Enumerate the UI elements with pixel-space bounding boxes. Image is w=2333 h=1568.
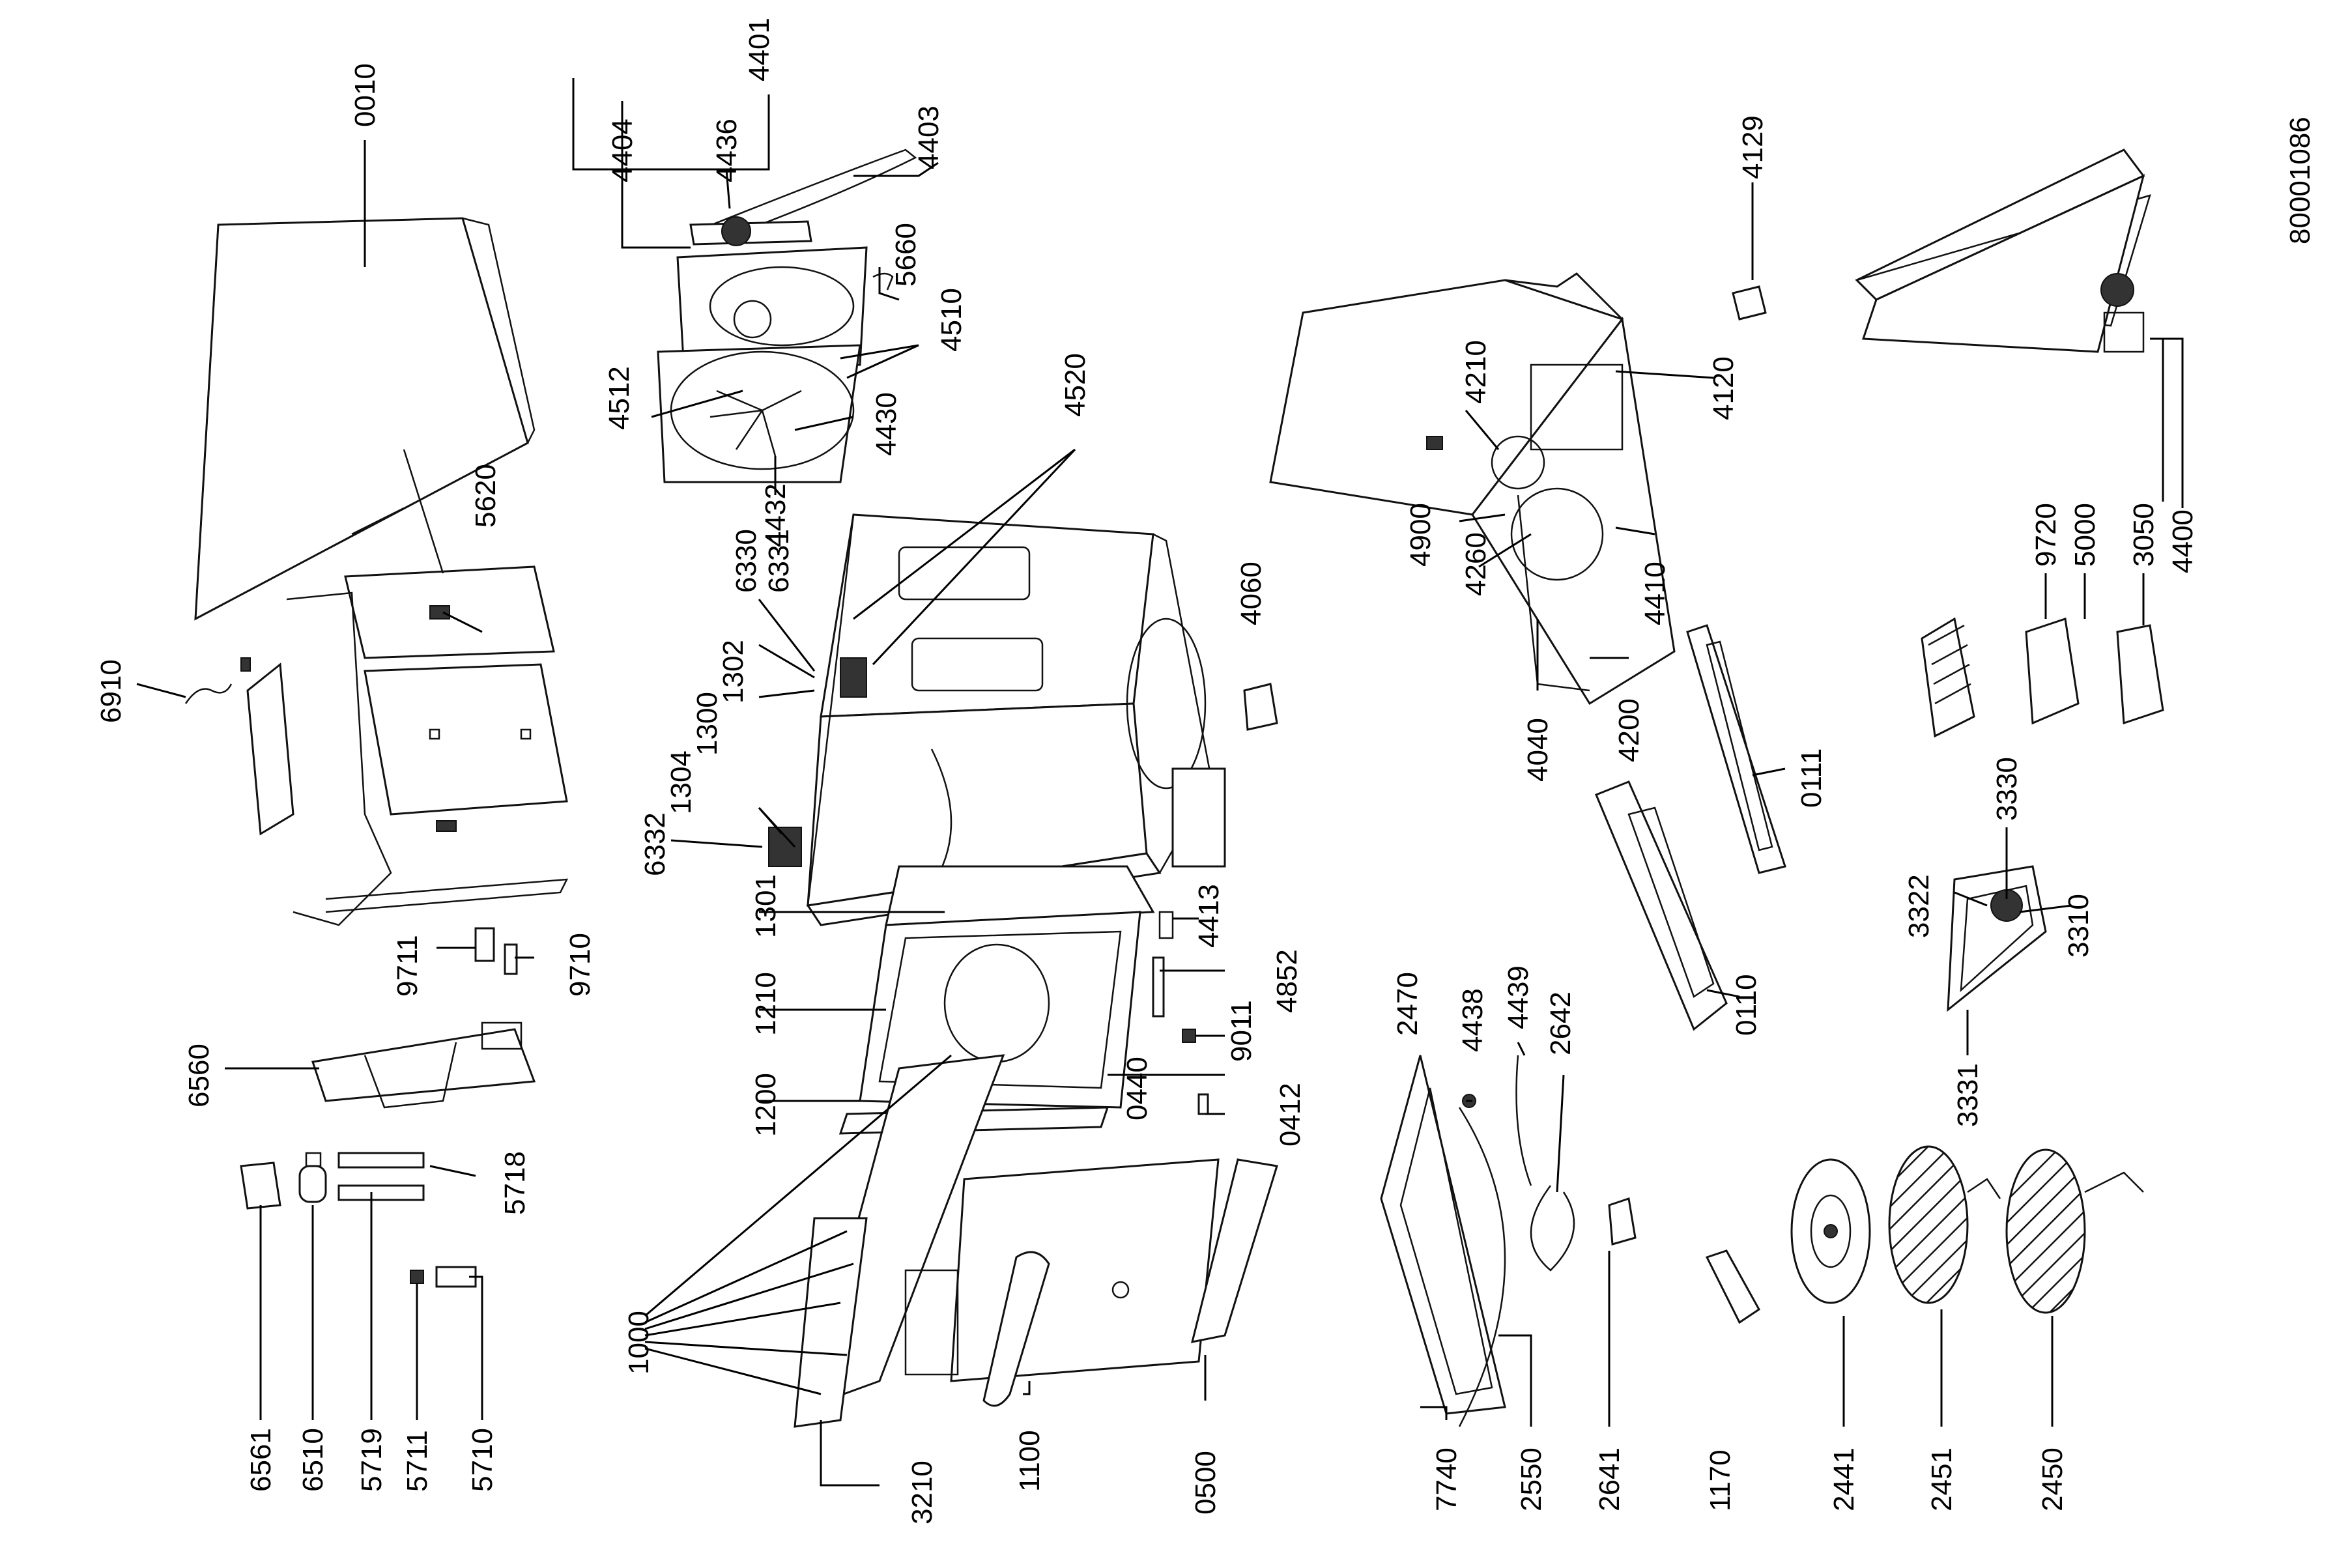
label-2451: 2451 [1926,1447,1958,1511]
grill-rack-small-part [1888,1145,2001,1304]
door-frames-part [838,865,1209,1135]
switch-assembly-part [1947,865,2047,1012]
label-4403: 4403 [913,106,945,169]
label-4436: 4436 [711,119,743,182]
label-6330: 6330 [730,529,762,593]
label-0500: 0500 [1190,1451,1222,1515]
label-4400: 4400 [2167,509,2199,573]
label-4410: 4410 [1639,562,1671,625]
heating-wire-part [1462,1055,1575,1272]
label-4430: 4430 [870,392,902,456]
label-2641: 2641 [1594,1447,1625,1511]
label-4413: 4413 [1193,884,1225,948]
label-2441: 2441 [1828,1447,1860,1511]
part-4060 [1243,683,1278,731]
label-4512: 4512 [603,366,635,430]
label-6560: 6560 [183,1044,215,1107]
top-tray-part [1855,149,2151,353]
label-0010: 0010 [349,63,381,127]
label-6510: 6510 [297,1428,329,1492]
label-1302: 1302 [717,640,749,704]
label-3322: 3322 [1903,874,1935,938]
label-4520: 4520 [1059,353,1091,417]
label-1200: 1200 [750,1073,782,1137]
label-2642: 2642 [1545,991,1577,1055]
label-3050: 3050 [2128,503,2160,567]
grill-rack-large-part [2005,1148,2144,1314]
small-brackets-part [474,927,518,975]
label-4401: 4401 [743,18,775,81]
label-4060: 4060 [1235,562,1267,625]
turntable-part [1790,1158,1871,1304]
label-5000: 5000 [2069,503,2101,567]
label-7740: 7740 [1431,1447,1463,1511]
label-1170: 1170 [1704,1449,1736,1511]
label-2550: 2550 [1515,1447,1547,1511]
front-panels-part [1595,624,1786,1031]
label-5620: 5620 [470,464,502,528]
label-6910: 6910 [95,659,127,723]
base-frame-part [246,449,569,926]
label-1210: 1210 [750,972,782,1036]
part-2641 [1608,1197,1637,1246]
label-3331: 3331 [1952,1063,1984,1127]
control-bracket-part [311,1021,536,1109]
outer-casing-part [194,217,536,621]
label-5719: 5719 [356,1428,388,1492]
label-4120: 4120 [1708,356,1739,420]
part-1170 [1705,1249,1760,1324]
label-3310: 3310 [2063,894,2095,958]
door-glass-part [1380,1055,1506,1427]
label-4404: 4404 [607,119,638,182]
label-4510: 4510 [936,288,967,352]
label-1100: 1100 [1014,1430,1046,1492]
small-parts-cluster [240,1152,477,1288]
part-labels: 0010 4401 4404 4436 4403 5660 4510 4512 … [95,18,2316,1524]
label-6331: 6331 [763,529,795,593]
label-5710: 5710 [466,1428,498,1492]
label-0412: 0412 [1274,1083,1306,1147]
label-0110: 0110 [1730,974,1762,1036]
label-9711: 9711 [392,935,423,997]
label-4210: 4210 [1460,340,1492,404]
label-4432: 4432 [760,483,792,547]
label-1000: 1000 [623,1311,655,1375]
label-2450: 2450 [2037,1447,2068,1511]
label-2470: 2470 [1392,972,1424,1036]
document-number: 80001086 [2284,117,2316,244]
label-3210: 3210 [906,1461,938,1524]
label-4438: 4438 [1457,988,1489,1052]
right-housing-part [1269,272,1676,706]
fan-motor-assembly-part [657,149,917,483]
label-4129: 4129 [1737,115,1769,179]
label-4439: 4439 [1502,965,1534,1029]
label-6332: 6332 [639,812,671,876]
label-1301: 1301 [750,874,782,938]
label-9720: 9720 [2030,503,2062,567]
label-4900: 4900 [1405,503,1437,567]
label-0440: 0440 [1121,1057,1153,1120]
leader-lines [136,78,2184,1487]
label-1304: 1304 [665,750,697,814]
control-boards-part [1921,617,2164,738]
label-5711: 5711 [401,1430,433,1492]
label-9011: 9011 [1225,1000,1257,1062]
label-4040: 4040 [1522,718,1554,782]
oven-cavity-part [768,513,1226,926]
label-4260: 4260 [1460,532,1492,596]
label-5718: 5718 [499,1151,531,1215]
label-9710: 9710 [564,933,596,997]
label-4852: 4852 [1271,949,1303,1013]
knob-part [1732,285,1767,321]
label-5660: 5660 [890,223,922,287]
label-6561: 6561 [245,1428,277,1492]
label-3330: 3330 [1991,757,2023,821]
label-1300: 1300 [691,692,723,756]
door-front-part [794,1054,1278,1428]
label-4200: 4200 [1613,698,1645,762]
wire-clip-part [184,657,251,704]
label-0111: 0111 [1796,748,1827,808]
